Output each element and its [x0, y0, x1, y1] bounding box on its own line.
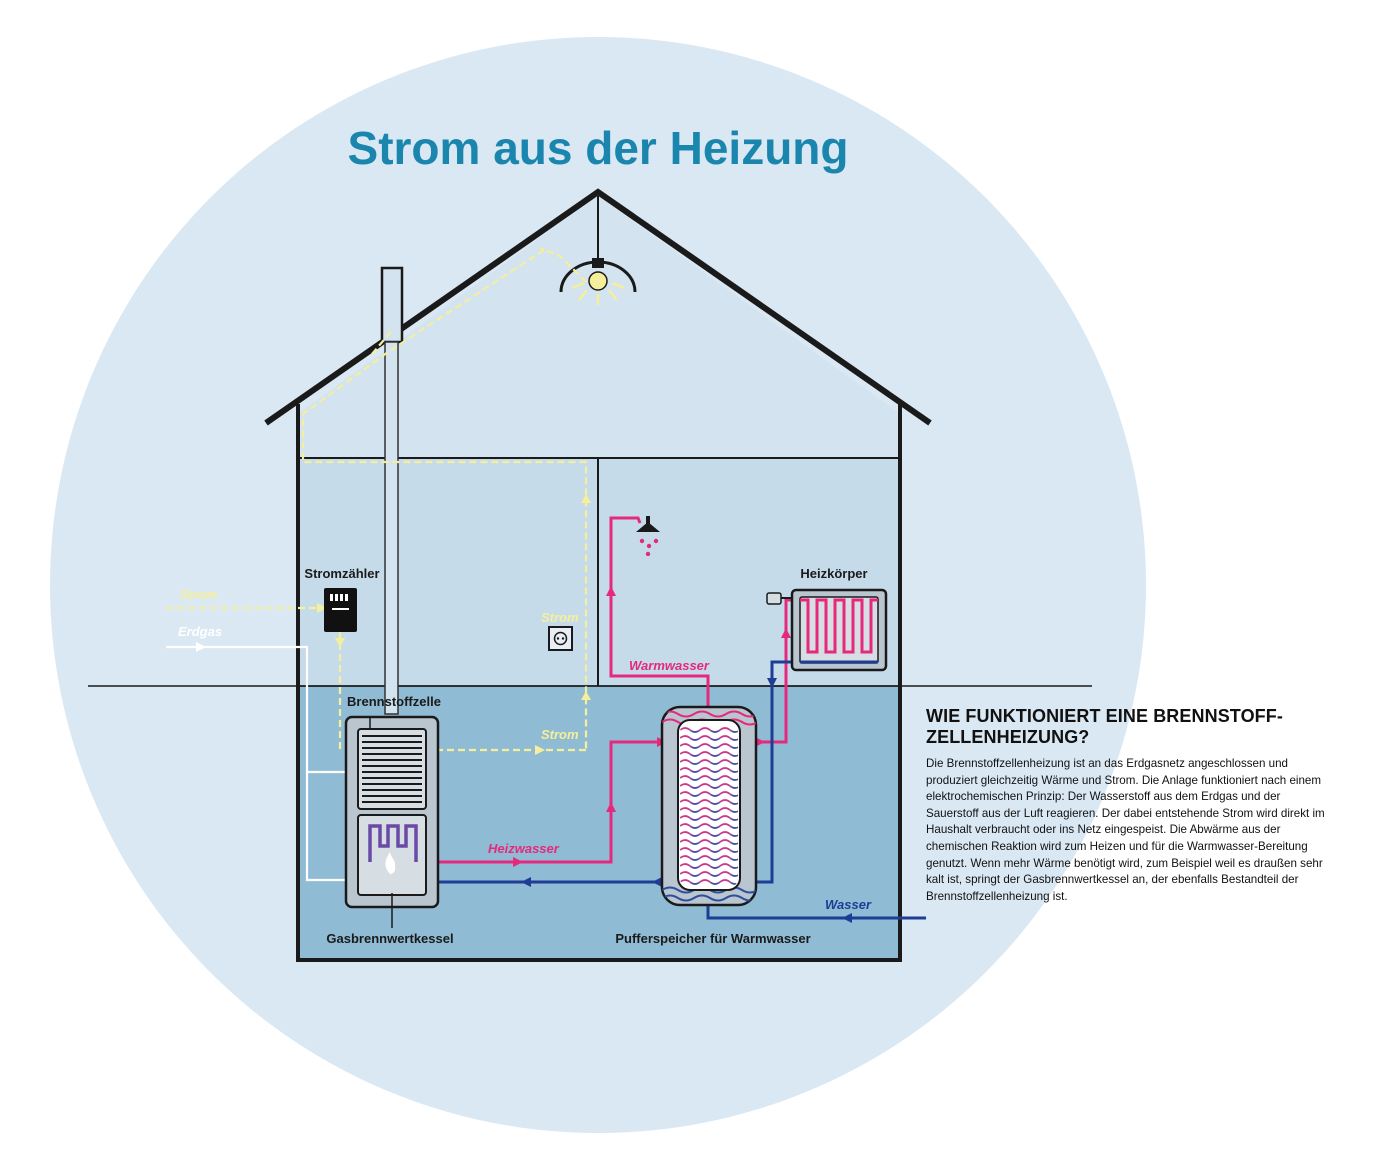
- flow-label-strom-socket: Strom: [541, 610, 579, 625]
- chimney-top: [380, 266, 404, 344]
- lamp-icon: [559, 196, 637, 305]
- flame-icon: [385, 852, 396, 874]
- flow-label-heizwasser: Heizwasser: [488, 841, 560, 856]
- flow-label-warmwasser: Warmwasser: [629, 658, 710, 673]
- info-box: WIE FUNKTIONIERT EINE BRENNSTOFF-ZELLENH…: [926, 706, 1326, 905]
- roof-outline: [264, 188, 932, 426]
- erdgas-lines: [166, 645, 360, 882]
- house-walls: [296, 404, 902, 962]
- fuel-cell-stack: [362, 735, 422, 803]
- label-stromzaehler: Stromzähler: [304, 566, 379, 581]
- strom-lines: [166, 246, 588, 752]
- page-title: Strom aus der Heizung: [348, 122, 849, 174]
- chimney-pipe: [384, 341, 399, 715]
- buffer-tank: [660, 705, 758, 907]
- label-heizkoerper: Heizkörper: [800, 566, 867, 581]
- radiator-coil: [800, 598, 878, 654]
- boiler-coil: [368, 824, 418, 862]
- info-heading: WIE FUNKTIONIERT EINE BRENNSTOFF-ZELLENH…: [926, 706, 1283, 747]
- info-body: Die Brennstoffzellenheizung ist an das E…: [926, 757, 1325, 903]
- flow-label-strom-input: Strom: [180, 587, 218, 602]
- socket-icon: [548, 626, 573, 651]
- fuel-cell-unit: [344, 715, 440, 928]
- strom-arrows: [317, 494, 591, 755]
- label-pufferspeicher: Pufferspeicher für Warmwasser: [615, 931, 810, 946]
- shower-icon: [636, 516, 660, 557]
- label-brennstoffzelle: Brennstoffzelle: [347, 694, 441, 709]
- attic-room: [298, 196, 900, 458]
- flow-label-wasser: Wasser: [825, 897, 872, 912]
- radiator: [766, 588, 888, 672]
- wasser-arrows: [521, 678, 852, 923]
- label-gasbrennwertkessel: Gasbrennwertkessel: [326, 931, 453, 946]
- flow-label-erdgas-input: Erdgas: [178, 624, 222, 639]
- meter-icon: [324, 588, 357, 632]
- flow-label-strom-cell: Strom: [541, 727, 579, 742]
